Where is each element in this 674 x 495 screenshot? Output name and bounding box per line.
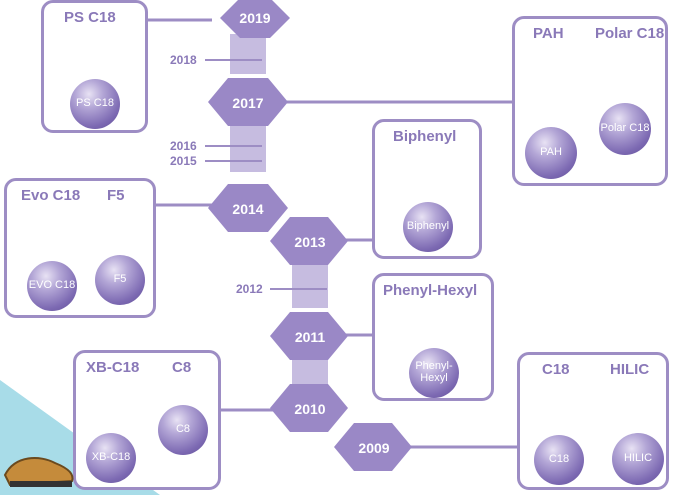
year-2009: 2009: [358, 440, 390, 456]
hex-2019: [220, 0, 290, 38]
year-2019: 2019: [239, 10, 271, 26]
c18-hilic-box: C18 HILIC C18 HILIC: [517, 352, 669, 490]
hex-2011: [270, 312, 348, 360]
shoe-icon: [3, 457, 74, 487]
evo-c18-ball: EVO C18: [27, 261, 77, 311]
biphenyl-title: Biphenyl: [393, 128, 457, 145]
biphenyl-ball: Biphenyl: [403, 202, 453, 252]
hex-2009: [334, 423, 412, 471]
year-2014: 2014: [232, 201, 264, 217]
pah-ball: PAH: [525, 127, 577, 179]
phenyl-hexyl-title: Phenyl-Hexyl: [383, 282, 478, 299]
xb-c18-ball: XB-C18: [86, 433, 136, 483]
c18-title: C18: [542, 361, 570, 378]
year-2017: 2017: [232, 95, 264, 111]
ps-c18-title: PS C18: [64, 9, 116, 26]
polar-c18-title: Polar C18: [595, 25, 665, 42]
c8-ball: C8: [158, 405, 208, 455]
f5-ball: F5: [95, 255, 145, 305]
f5-title: F5: [107, 187, 125, 204]
year-2012: 2012: [236, 282, 263, 296]
pah-polar-box: PAH Polar C18 PAH Polar C18: [512, 16, 668, 186]
xb-c8-box: XB-C18 C8 XB-C18 C8: [73, 350, 221, 490]
c8-title: C8: [172, 359, 192, 376]
year-2016: 2016: [170, 139, 197, 153]
hex-2017: [208, 78, 288, 126]
xb-c18-title: XB-C18: [86, 359, 140, 376]
polar-c18-ball: Polar C18: [599, 103, 651, 155]
year-2013: 2013: [294, 234, 326, 250]
ps-c18-ball: PS C18: [70, 79, 120, 129]
biphenyl-box: Biphenyl Biphenyl: [372, 119, 482, 259]
hex-2013: [270, 217, 348, 265]
phenyl-hexyl-box: Phenyl-Hexyl Phenyl-Hexyl: [372, 273, 494, 401]
pah-title: PAH: [533, 25, 564, 42]
hilic-title: HILIC: [610, 361, 650, 378]
evo-c18-title: Evo C18: [21, 187, 81, 204]
evo-f5-box: Evo C18 F5 EVO C18 F5: [4, 178, 156, 318]
year-2010: 2010: [294, 401, 326, 417]
ps-c18-box: PS C18 PS C18: [41, 0, 148, 133]
year-2018: 2018: [170, 53, 197, 67]
hex-2010: [270, 384, 348, 432]
year-2011: 2011: [294, 329, 326, 345]
hex-2014: [208, 184, 288, 232]
phenyl-hexyl-ball: Phenyl-Hexyl: [409, 348, 459, 398]
c18-ball: C18: [534, 435, 584, 485]
hilic-ball: HILIC: [612, 433, 664, 485]
year-2015: 2015: [170, 154, 197, 168]
